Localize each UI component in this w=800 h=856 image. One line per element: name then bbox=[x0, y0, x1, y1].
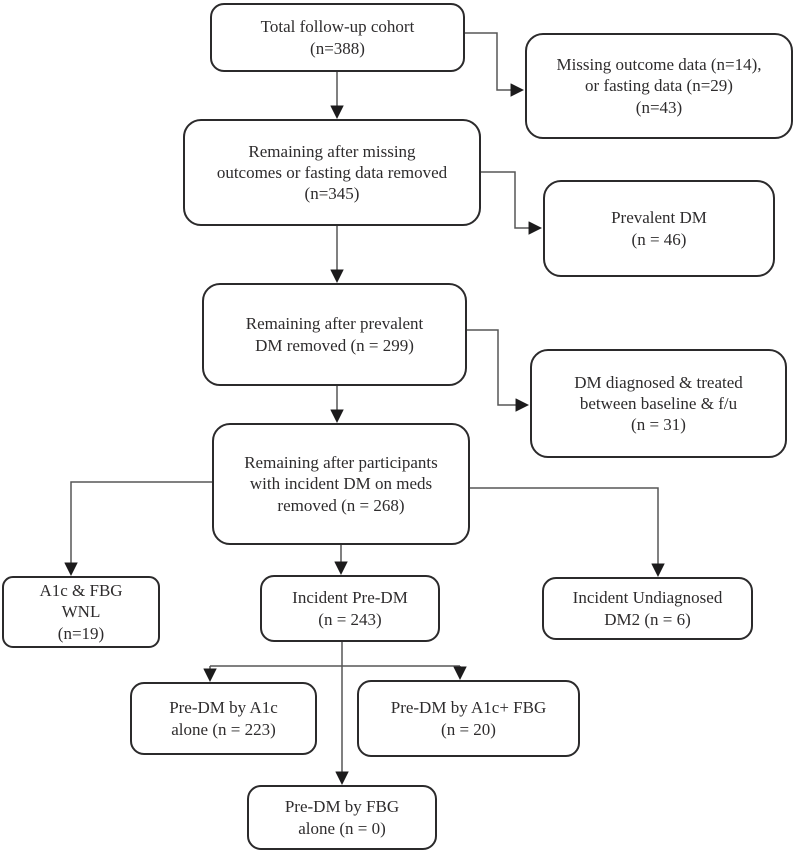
node-remaining-after-incident-dm: Remaining after participants with incide… bbox=[212, 423, 470, 545]
node-dm-diagnosed-treated: DM diagnosed & treated between baseline … bbox=[530, 349, 787, 458]
arrow-total-to-missing-data bbox=[465, 32, 525, 97]
arrow-remaining-incident-to-wnl bbox=[64, 481, 212, 577]
node-incident-predm: Incident Pre-DM (n = 243) bbox=[260, 575, 440, 642]
node-total-cohort: Total follow-up cohort (n=388) bbox=[210, 3, 465, 72]
arrow-remaining-incident-to-incident-dm2 bbox=[470, 487, 665, 578]
arrow-remaining-missing-to-prevalent-dm bbox=[481, 171, 543, 235]
node-predm-by-fbg-alone: Pre-DM by FBG alone (n = 0) bbox=[247, 785, 437, 850]
node-missing-outcome-data: Missing outcome data (n=14), or fasting … bbox=[525, 33, 793, 139]
node-remaining-after-missing: Remaining after missing outcomes or fast… bbox=[183, 119, 481, 226]
node-a1c-fbg-wnl: A1c & FBG WNL (n=19) bbox=[2, 576, 160, 648]
arrow-remaining-prevalent-to-dm-treated bbox=[467, 329, 530, 412]
node-prevalent-dm: Prevalent DM (n = 46) bbox=[543, 180, 775, 277]
node-incident-undiagnosed-dm2: Incident Undiagnosed DM2 (n = 6) bbox=[542, 577, 753, 640]
node-predm-by-a1c-plus-fbg: Pre-DM by A1c+ FBG (n = 20) bbox=[357, 680, 580, 757]
node-remaining-after-prevalent-dm: Remaining after prevalent DM removed (n … bbox=[202, 283, 467, 386]
node-predm-by-a1c-alone: Pre-DM by A1c alone (n = 223) bbox=[130, 682, 317, 755]
